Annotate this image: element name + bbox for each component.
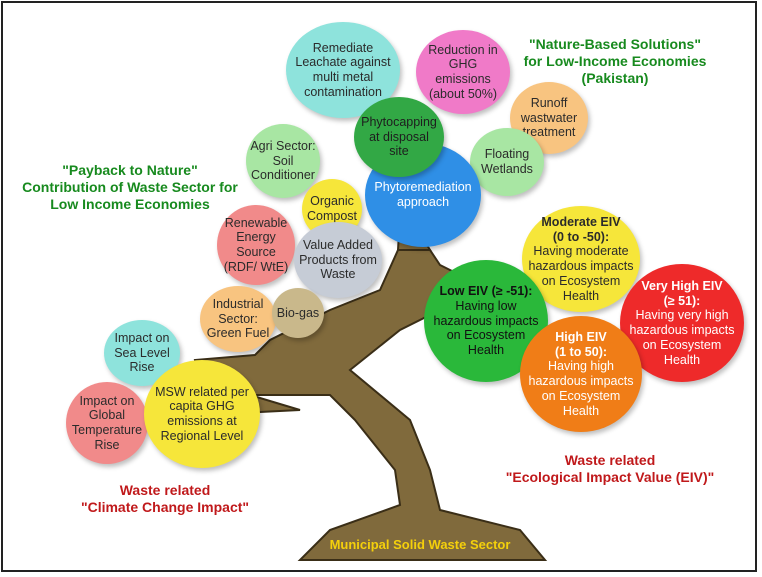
value-added-bubble: Value Added Products from Waste [294,222,382,298]
high-eiv-bubble: High EIV (1 to 50):Having high hazardous… [520,316,642,432]
renewable-energy-bubble: Renewable Energy Source (RDF/ WtE) [217,205,295,285]
base-label: Municipal Solid Waste Sector [329,537,511,552]
low-eiv-title: Low EIV (≥ -51): [439,284,533,299]
industrial-sector-bubble: Industrial Sector: Green Fuel [200,286,276,352]
nature-based-heading: "Nature-Based Solutions" for Low-Income … [523,36,707,86]
moderate-eiv-title: Moderate EIV (0 to -50): [541,214,621,244]
moderate-eiv-desc: Having moderate hazardous impacts on Eco… [528,244,634,303]
very-high-eiv-title: Very High EIV (≥ 51): [641,278,723,308]
very-high-eiv-desc: Having very high hazardous impacts on Ec… [629,308,735,367]
sea-level-bubble: Impact on Sea Level Rise [104,320,180,386]
climate-heading: Waste related "Climate Change Impact" [80,482,250,515]
biogas-bubble: Bio-gas [272,288,324,338]
agri-sector-bubble: Agri Sector: Soil Conditioner [246,124,320,198]
low-eiv-bubble: Low EIV (≥ -51):Having low hazardous imp… [424,260,548,382]
floating-wetlands-bubble: Floating Wetlands [470,128,544,196]
high-eiv-desc: Having high hazardous impacts on Ecosyst… [528,359,634,418]
msw-ghg-bubble: MSW related per capita GHG emissions at … [144,360,260,468]
payback-heading: "Payback to Nature" Contribution of Wast… [22,162,238,212]
phytocapping-bubble: Phytocapping at disposal site [354,97,444,177]
runoff-treatment-bubble: Runoff wastwater treatment [510,82,588,154]
low-eiv-desc: Having low hazardous impacts on Ecosyste… [433,298,539,358]
eiv-heading: Waste related "Ecological Impact Value (… [505,452,715,485]
global-temperature-bubble: Impact on Global Temperature Rise [66,382,148,464]
ghg-reduction-bubble: Reduction in GHG emissions (about 50%) [416,30,510,114]
organic-compost-bubble: Organic Compost [302,179,362,239]
high-eiv-title: High EIV (1 to 50): [554,329,608,359]
